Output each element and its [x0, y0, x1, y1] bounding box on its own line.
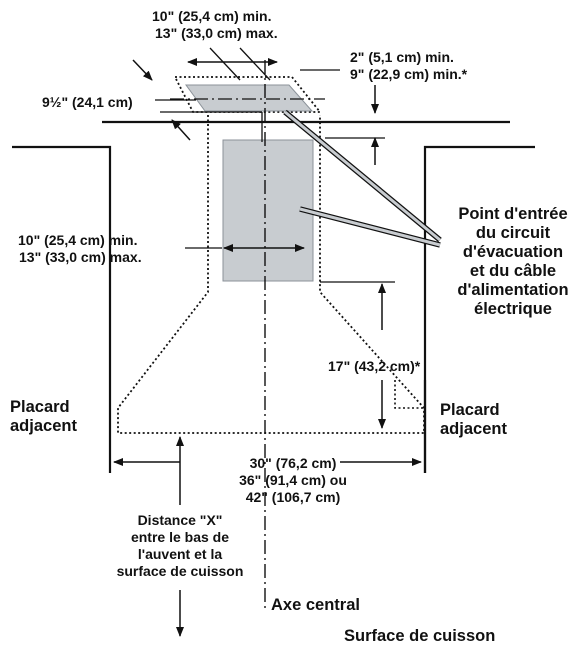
- hood-top-width-min: 10" (25,4 cm) min.: [152, 8, 271, 24]
- distance-x-line-1: Distance "X": [138, 512, 223, 528]
- chimney-width-max: 13" (33,0 cm) max.: [19, 249, 142, 265]
- duct-clearance-min: 2" (5,1 cm) min.: [350, 49, 454, 65]
- entry-point-line-4: et du câble: [470, 262, 556, 280]
- hood-top-width-max: 13" (33,0 cm) max.: [155, 25, 278, 41]
- duct-opening: [185, 84, 314, 112]
- entry-leader-mid-fill: [299, 207, 441, 247]
- entry-area: [222, 139, 314, 282]
- hood-width-line-1: 30" (76,2 cm): [250, 455, 337, 471]
- duct-clearance-min-star: 9" (22,9 cm) min.*: [350, 66, 468, 82]
- distance-x-line-2: entre le bas de: [131, 529, 229, 545]
- entry-point-line-2: du circuit: [476, 224, 551, 242]
- entry-leader-top-fill: [284, 110, 441, 242]
- right-cabinet-line-2: adjacent: [440, 420, 507, 438]
- right-cabinet: [423, 145, 535, 473]
- top-width-leader-2: [239, 47, 271, 81]
- chimney-height-label: 17" (43,2 cm)*: [328, 358, 421, 374]
- entry-point-line-1: Point d'entrée: [458, 205, 567, 223]
- left-cabinet: [12, 145, 112, 473]
- centerline-label: Axe central: [271, 596, 360, 614]
- duct-offset-label: 9½" (24,1 cm): [42, 94, 133, 110]
- left-cabinet-line-1: Placard: [10, 398, 70, 416]
- entry-point-line-6: électrique: [474, 300, 552, 318]
- hood-corner: [394, 380, 424, 409]
- hood-width-line-2: 36" (91,4 cm) ou: [239, 472, 347, 488]
- hood-width-line-3: 42" (106,7 cm): [246, 489, 341, 505]
- offset-arrow-top: [132, 59, 153, 81]
- distance-x-line-4: surface de cuisson: [117, 563, 244, 579]
- right-cabinet-line-1: Placard: [440, 401, 500, 419]
- entry-point-line-3: d'évacuation: [463, 243, 563, 261]
- left-cabinet-line-2: adjacent: [10, 417, 77, 435]
- chimney-width-min: 10" (25,4 cm) min.: [18, 232, 137, 248]
- cooking-surface-label: Surface de cuisson: [344, 627, 495, 645]
- top-width-leader: [209, 47, 241, 81]
- offset-arrow-bottom: [171, 119, 191, 141]
- entry-point-line-5: d'alimentation: [457, 281, 568, 299]
- distance-x-line-3: l'auvent et la: [138, 546, 222, 562]
